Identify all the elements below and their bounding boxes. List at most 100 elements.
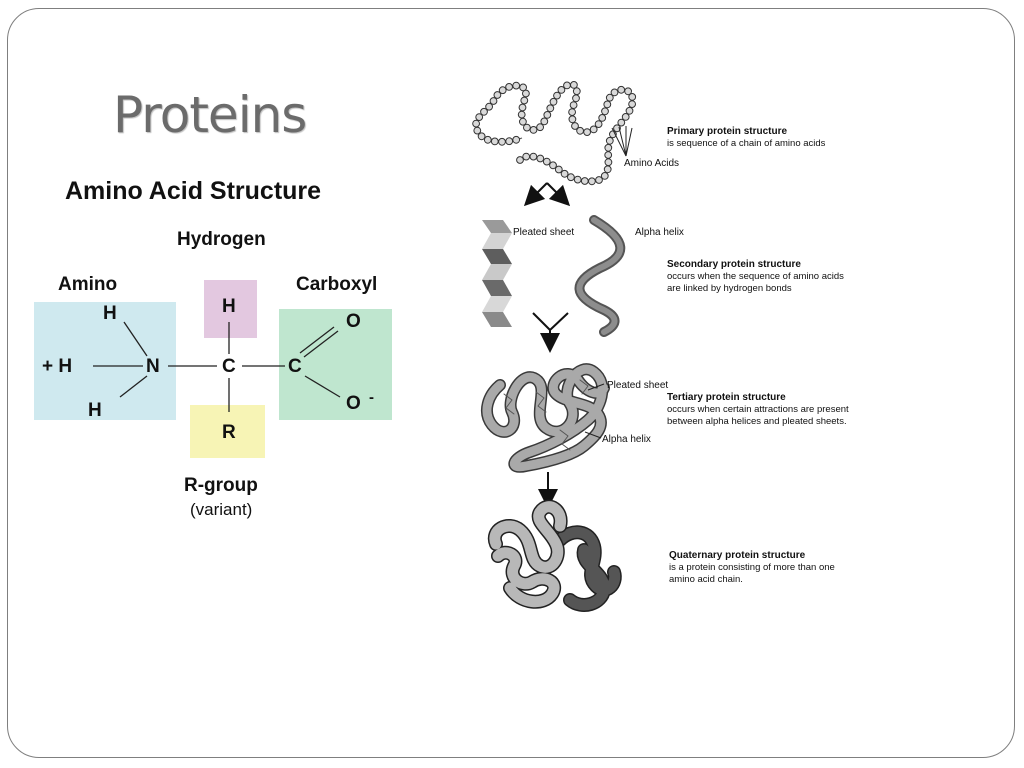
amino-acid-bead: [572, 87, 581, 96]
amino-acid-bead: [601, 107, 609, 116]
amino-acid-bead: [617, 118, 626, 127]
atom-o-top: O: [346, 311, 361, 332]
tertiary-title: Tertiary protein structure: [667, 392, 786, 403]
variant-label: (variant): [190, 500, 252, 519]
amino-acid-bead: [480, 107, 488, 116]
amino-acid-bead: [490, 137, 499, 146]
quaternary-fold-shape: [487, 499, 622, 612]
amino-acid-bead: [594, 120, 603, 128]
atom-c-alpha: C: [222, 356, 236, 377]
amino-acid-heading: Amino Acid Structure: [65, 177, 321, 205]
amino-acid-bead: [568, 108, 576, 116]
secondary-structure: Pleated sheet Alpha helix Secondary prot…: [482, 215, 844, 337]
atom-h-amino-top: H: [103, 303, 117, 324]
quaternary-title: Quaternary protein structure: [669, 550, 806, 561]
amino-acid-diagram: Amino Acid Structure Hydrogen Amino Carb…: [34, 177, 392, 519]
amino-acid-bead: [546, 104, 555, 113]
amino-acid-bead: [543, 111, 552, 119]
amino-acid-bead: [613, 124, 621, 133]
slide-title: Proteins: [113, 86, 307, 144]
quaternary-desc-2: amino acid chain.: [669, 574, 743, 585]
carboxyl-box: [279, 309, 392, 420]
amino-acid-bead: [517, 110, 526, 119]
amino-acid-bead: [536, 154, 545, 163]
tertiary-sheet-pointer: [587, 383, 605, 391]
amino-acid-bead: [553, 91, 561, 100]
split-arrows: [523, 182, 571, 207]
amino-acid-bead: [603, 100, 612, 109]
amino-acid-bead: [604, 151, 613, 159]
amino-acid-bead: [605, 93, 614, 102]
amino-acid-bead: [519, 83, 527, 92]
amino-acid-bead: [595, 176, 603, 184]
amino-acid-bead: [549, 97, 558, 106]
tertiary-helix-pointer: [584, 431, 602, 439]
amino-acid-bead: [583, 128, 591, 137]
atom-plus-h: + H: [42, 356, 72, 377]
amino-acid-bead: [554, 165, 563, 174]
tertiary-desc-2: between alpha helices and pleated sheets…: [667, 416, 847, 427]
r-group-label: R-group: [184, 475, 258, 496]
amino-acid-bead: [529, 125, 538, 134]
amino-acid-bead: [573, 175, 582, 184]
amino-acid-bead: [628, 93, 637, 101]
amino-acid-bead: [605, 136, 614, 145]
amino-acid-bead: [522, 152, 531, 161]
pleated-sheet-shape: [482, 220, 512, 327]
amino-label: Amino: [58, 274, 117, 295]
tertiary-structure: Pleated sheet Alpha helix Tertiary prote…: [480, 363, 849, 473]
amino-acid-bead: [598, 114, 607, 122]
amino-acid-bead: [473, 126, 482, 135]
atom-o-charge: -: [369, 389, 374, 406]
quaternary-desc-1: is a protein consisting of more than one: [669, 562, 835, 573]
amino-acid-bead: [485, 102, 494, 111]
amino-acid-bead: [604, 143, 613, 152]
atom-h-hydrogen: H: [222, 296, 236, 317]
amino-acid-bead: [576, 126, 584, 135]
hydrogen-box: [204, 280, 257, 338]
amino-acid-bead: [477, 132, 486, 141]
amino-acid-bead: [588, 177, 596, 186]
amino-acid-bead: [617, 85, 626, 94]
amino-acid-bead: [498, 86, 507, 95]
amino-acid-bead: [542, 157, 551, 166]
hydrogen-label: Hydrogen: [177, 229, 266, 250]
amino-acid-bead: [489, 97, 498, 105]
amino-acid-bead: [621, 113, 630, 121]
amino-acid-bead: [589, 125, 598, 134]
primary-desc: is sequence of a chain of amino acids: [667, 138, 826, 149]
amino-acid-bead: [520, 96, 529, 105]
amino-acid-bead: [519, 117, 527, 126]
amino-acid-bead: [493, 91, 502, 99]
amino-acid-bead: [483, 135, 492, 144]
amino-acid-bead: [512, 81, 521, 90]
amino-acid-bead: [567, 173, 575, 182]
amino-acid-bead: [557, 86, 566, 94]
atom-o-bottom: O: [346, 393, 361, 414]
amino-acid-bead: [516, 156, 524, 164]
amino-acid-bead: [505, 137, 514, 146]
merge-arrow: [532, 312, 569, 353]
primary-title: Primary protein structure: [667, 126, 787, 137]
tertiary-fold-shape: [480, 363, 610, 473]
tertiary-helix-label: Alpha helix: [602, 434, 651, 445]
amino-acid-bead: [570, 81, 578, 89]
tertiary-desc-1: occurs when certain attractions are pres…: [667, 404, 849, 415]
secondary-title: Secondary protein structure: [667, 259, 801, 270]
amino-acid-bead: [580, 177, 589, 185]
amino-acid-bead: [610, 88, 619, 97]
alpha-helix-shape: [574, 215, 626, 337]
amino-acid-bead: [603, 165, 612, 174]
amino-acid-bead: [472, 119, 481, 128]
amino-acid-bead: [560, 169, 569, 178]
amino-acid-bead: [512, 135, 521, 144]
amino-acid-bead: [518, 103, 527, 112]
amino-acid-bead: [569, 101, 578, 109]
atoms: H + H N H H C R C O O -: [42, 296, 374, 443]
quaternary-structure: Quaternary protein structure is a protei…: [487, 499, 835, 612]
amino-acid-bead: [498, 137, 506, 146]
amino-acid-bead: [604, 158, 613, 167]
amino-acid-bead: [600, 172, 609, 180]
secondary-desc-2: are linked by hydrogen bonds: [667, 283, 792, 294]
carboxyl-label: Carboxyl: [296, 274, 377, 295]
